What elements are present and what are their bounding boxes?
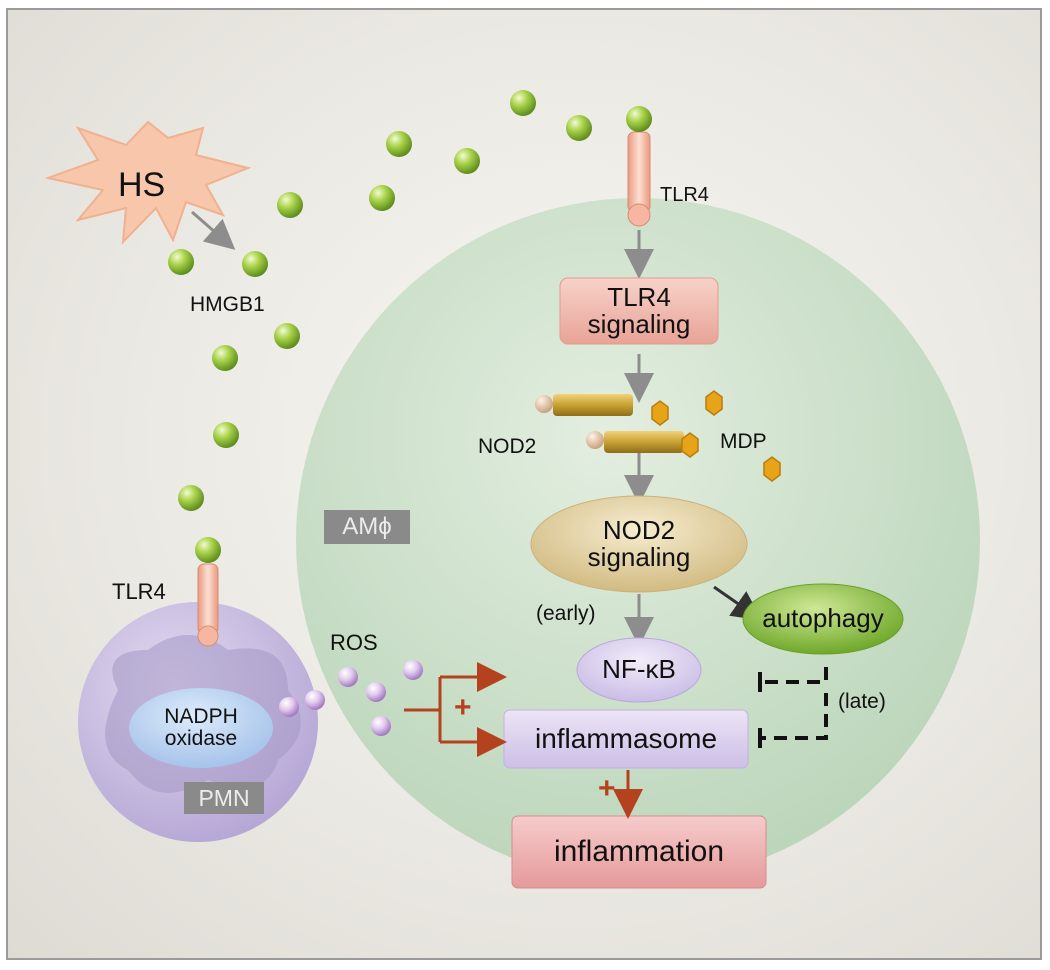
tlr4-receptor-top [626, 106, 652, 227]
nfkb-ellipse [576, 637, 702, 703]
arrow-to-autophagy [713, 585, 763, 621]
inflammasome-plus-sign: + [598, 772, 616, 805]
autophagy-ellipse [742, 583, 904, 655]
ros-plus-sign: + [454, 691, 472, 724]
nadph-line2: oxidase [164, 727, 238, 750]
hmgb1-label: HMGB1 [190, 293, 265, 316]
nfkb-text: NF-κB [602, 654, 676, 685]
pathway-diagram [44, 90, 980, 889]
ros-particles [279, 660, 423, 736]
am-phi-tag: AMϕ [324, 510, 410, 544]
figure-frame: HS HMGB1 TLR4 TLR4 TLR4 signaling NOD2 M… [6, 8, 1042, 960]
nod2-signaling-ellipse [530, 495, 748, 593]
nod2-signaling-line1: NOD2 [602, 514, 676, 545]
nod2-signaling-text: NOD2 signaling [531, 496, 747, 592]
gray-arrows [191, 210, 654, 647]
pmn-label: PMN [198, 784, 250, 811]
hs-starburst [44, 120, 252, 245]
autophagy-text: autophagy [762, 603, 884, 634]
inflammasome-text: inflammasome [534, 723, 718, 755]
ros-activation-arrows [404, 662, 507, 757]
nod2-signaling-line2: signaling [587, 542, 691, 572]
mdp-molecules [651, 390, 781, 482]
late-label: (late) [838, 690, 886, 713]
hs-label: HS [118, 166, 166, 204]
tlr4-left-label: TLR4 [112, 579, 166, 604]
nadph-line1: NADPH [164, 704, 238, 728]
pmn-tag: PMN [184, 782, 264, 814]
nod2-label: NOD2 [478, 435, 537, 458]
tlr4-top-label: TLR4 [660, 184, 709, 206]
hmgb1-particles [168, 90, 592, 511]
late-inhibition [758, 667, 828, 748]
nod2-proteins [535, 394, 684, 453]
nadph-oxidase-text: NADPH oxidase [129, 688, 273, 768]
tlr4-signaling-line1: TLR4 [607, 281, 671, 312]
early-label: (early) [536, 602, 596, 625]
tlr4-signaling-line2: signaling [587, 309, 691, 339]
tlr4-receptor-left [195, 537, 221, 647]
am-phi-label: AMϕ [342, 513, 392, 540]
ros-label: ROS [330, 630, 378, 655]
inflammation-text: inflammation [553, 835, 725, 869]
tlr4-signaling-text: TLR4 signaling [560, 278, 718, 344]
tlr4-signaling-box [559, 277, 719, 345]
mdp-label: MDP [720, 430, 767, 453]
nadph-oxidase [129, 688, 273, 768]
